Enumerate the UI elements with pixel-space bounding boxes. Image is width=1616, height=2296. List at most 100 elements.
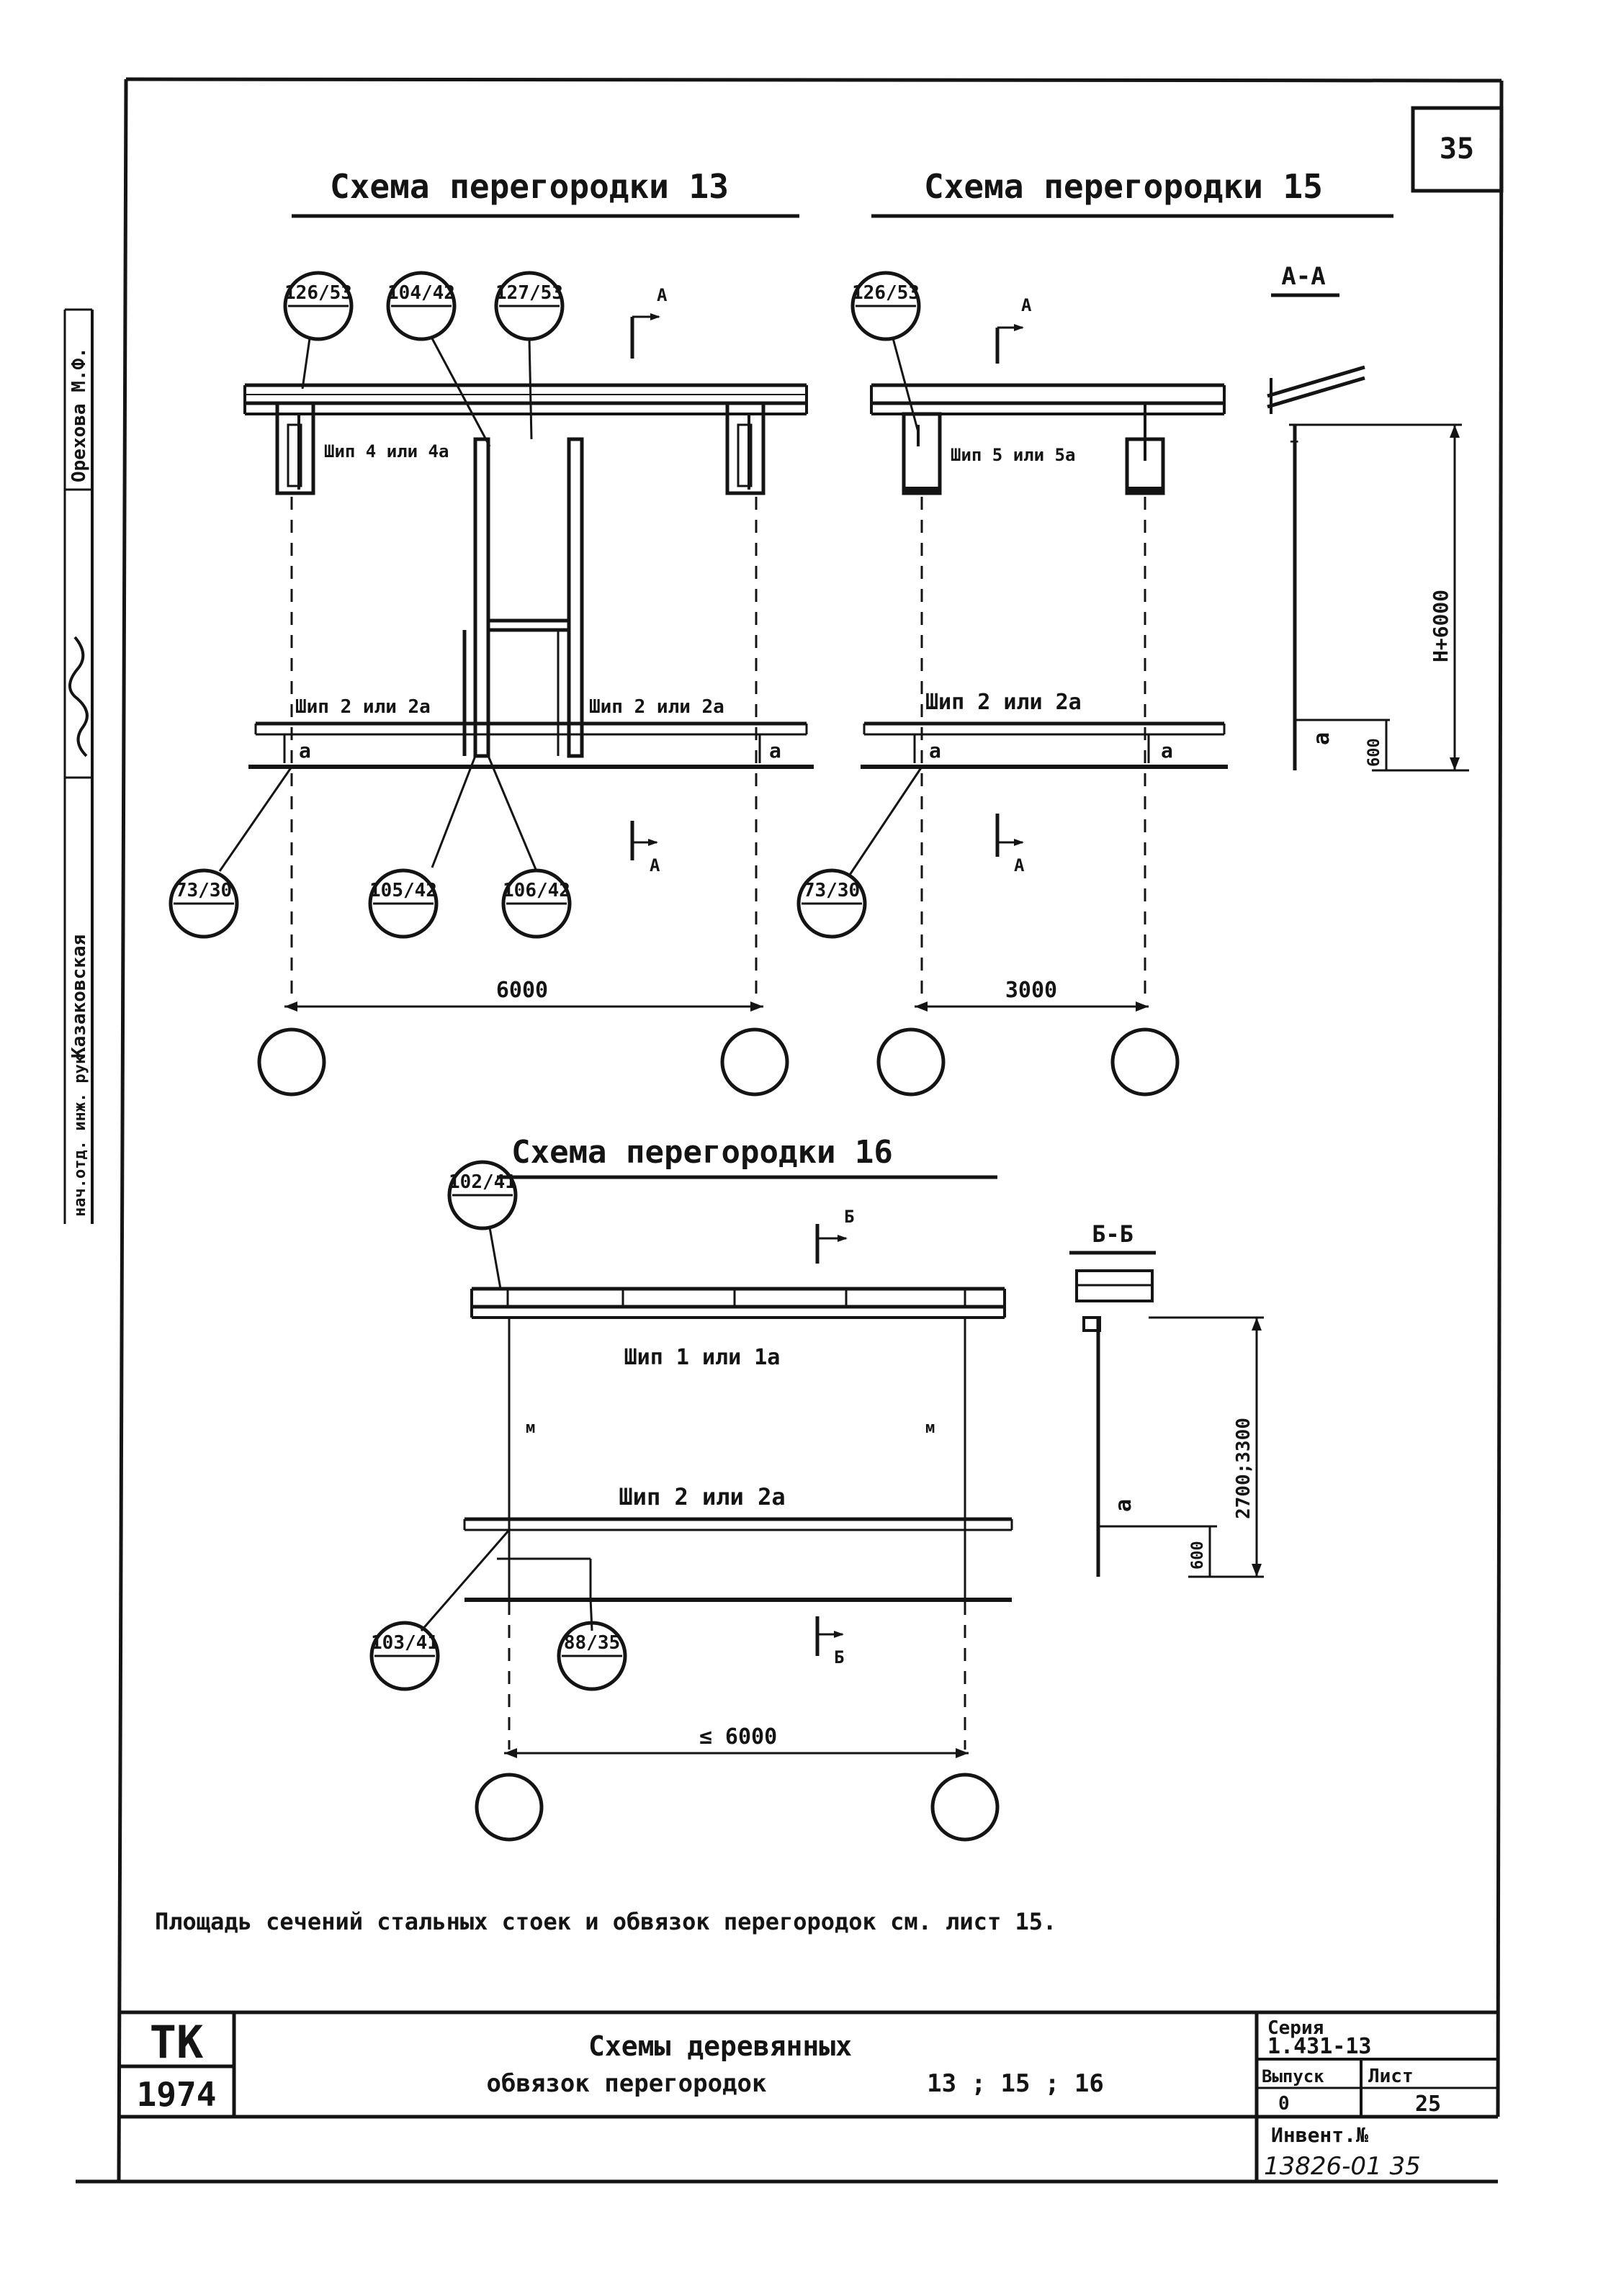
scheme-13-section-letter-top: А [657,285,668,305]
scheme-13-bottom-left-label: Шип 2 или 2а [295,696,431,718]
scheme-13-axes [290,497,758,1001]
scheme-16-axis-bubble-right [930,1773,1000,1842]
section-aa-height: Н+6000 [1429,590,1453,662]
scheme-15-section-mark-bottom: А [995,814,1025,875]
scheme-13-span: 6000 [496,978,548,1003]
scheme-16-callout-circle-left [369,1621,440,1691]
scheme-16-bottom-beam [463,1517,1013,1602]
section-aa-offset: 600 [1365,738,1383,767]
sheet-number: 35 [1440,132,1474,166]
callout-126-53-top: 126/53 [284,282,352,304]
callout-103-41: 103/41 [371,1632,439,1654]
scheme-13-axis-bubble-right [720,1027,789,1097]
section-bb-mark-a: а [1111,1499,1136,1512]
scheme-13-title: Схема перегородки 13 [330,167,729,206]
scheme-13-callouts-top: 126/53 104/42 127/53 [283,271,565,447]
section-bb-height: 2700;3300 [1233,1418,1254,1519]
scheme-16: Схема перегородки 16 102/41 Б Шип 1 или … [369,1134,1013,1842]
scheme-16-span: ≤ 6000 [699,1724,777,1750]
scheme-15-bottom-label: Шип 2 или 2а [925,690,1082,715]
scheme-16-callout-circle-top [447,1160,518,1230]
title-block-year: 1974 [137,2075,217,2114]
signature-scribble [68,636,89,757]
scheme-16-axis-bubble-left [475,1773,544,1842]
scheme-13-axis-bubble-left [257,1027,326,1097]
scheme-15-span-dimension: 3000 [915,978,1149,1012]
title-block-series-label: Серия [1267,2017,1324,2039]
scheme-15-axis-bubble-right [1110,1027,1180,1097]
scheme-15-title: Схема перегородки 15 [924,167,1323,206]
section-aa: А-А т Н+6000 600 а [1267,262,1469,772]
callout-73-30-a: 73/30 [176,880,232,901]
scheme-13-callouts-bottom: 73/30 105/42 106/42 [169,755,572,939]
title-block-issue-label: Выпуск [1262,2066,1324,2086]
scheme-13-span-dimension: 6000 [284,978,763,1012]
scheme-15-axis-bubble-left [876,1027,946,1097]
scheme-16-callout-circle-right [557,1621,627,1691]
callout-126-53-s15: 126/53 [852,282,920,304]
scheme-13-mark-a-left: а [299,739,311,762]
scheme-13-top-beam [243,383,808,495]
scheme-16-section-letter-bottom: Б [834,1647,844,1667]
drawing-note: Площадь сечений стальных стоек и обвязок… [155,1908,1056,1935]
sheet-frame [76,77,1504,2184]
side-stamp: Орехова М.Ф. Казаковская нач.отд. инж. р… [63,308,94,1224]
callout-104-42: 104/42 [387,282,455,304]
sheet-number-box: 35 [1411,106,1504,193]
scheme-13-section-letter-bottom: А [650,855,660,875]
scheme-15-span: 3000 [1005,978,1057,1003]
title-block-title-line-2: обвязок перегородок [487,2069,767,2098]
side-stamp-vertical-text: нач.отд. инж. рук. [71,1045,89,1217]
scheme-13-door-frame [462,437,584,758]
scheme-15-section-mark-top: А [995,295,1032,364]
scheme-13-top-label: Шип 4 или 4а [324,441,449,462]
callout-102-41: 102/41 [449,1171,516,1193]
scheme-13-mark-a-right: а [769,739,781,762]
callout-73-30-b: 73/30 [804,880,860,901]
scheme-15-section-letter-bottom: А [1014,855,1025,875]
scheme-16-mark-m-left: м [526,1419,535,1437]
scheme-15-top-beam [870,383,1226,495]
scheme-15-callout-circle [850,271,921,341]
scheme-15-top-label: Шип 5 или 5а [951,445,1075,465]
scheme-16-span-dimension: ≤ 6000 [504,1724,969,1758]
scheme-15-callout-circle-bottom [796,868,867,939]
scheme-13-bottom-beam [248,721,814,769]
scheme-16-section-letter-top: Б [844,1207,854,1227]
title-block-title-line-1: Схемы деревянных [588,2030,852,2062]
scheme-13-section-mark-bottom: А [630,821,660,875]
callout-105-42: 105/42 [369,880,437,901]
scheme-16-posts [508,1318,966,1750]
scheme-15-mark-a-left: а [929,739,941,762]
title-block-series-value: 1.431-13 [1267,2034,1372,2059]
callout-88-35: 88/35 [564,1632,620,1654]
scheme-16-top-label: Шип 1 или 1а [624,1345,781,1370]
scheme-16-bottom-label: Шип 2 или 2а [619,1483,785,1511]
title-block-inventory-label: Инвент.№ [1271,2123,1368,2147]
scheme-16-title: Схема перегородки 16 [511,1134,893,1171]
scheme-15-section-letter-top: А [1021,295,1032,315]
scheme-16-section-mark-top: Б [815,1207,854,1264]
callout-127-53: 127/53 [495,282,563,304]
section-aa-mark-a: а [1309,732,1334,745]
section-bb-offset: 600 [1189,1541,1207,1570]
scheme-15-mark-a-right: а [1161,739,1173,762]
side-stamp-name-1: Орехова М.Ф. [68,347,90,482]
title-block-sheet-label: Лист [1368,2066,1414,2087]
title-block-inventory-value: 13826-01 35 [1264,2152,1421,2181]
title-block [119,2010,1498,2182]
scheme-16-top-beam [470,1287,1006,1319]
title-block-title-numbers: 13 ; 15 ; 16 [927,2069,1104,2098]
title-block-org-code: ТК [150,2016,204,2068]
scheme-16-mark-m-right: м [925,1419,935,1437]
section-aa-title: А-А [1281,262,1325,291]
scheme-13-bottom-right-label: Шип 2 или 2а [589,696,724,718]
scheme-13-section-mark-top: А [630,285,668,359]
title-block-issue-value: 0 [1278,2093,1290,2115]
title-block-sheet-value: 25 [1415,2092,1441,2117]
side-stamp-name-2: Казаковская [68,935,90,1058]
callout-106-42: 106/42 [503,880,570,901]
scheme-13: Схема перегородки 13 126/53 104/42 127/5… [169,167,814,1097]
scheme-15: Схема перегородки 15 126/53 А Шип 5 или … [796,167,1393,1097]
